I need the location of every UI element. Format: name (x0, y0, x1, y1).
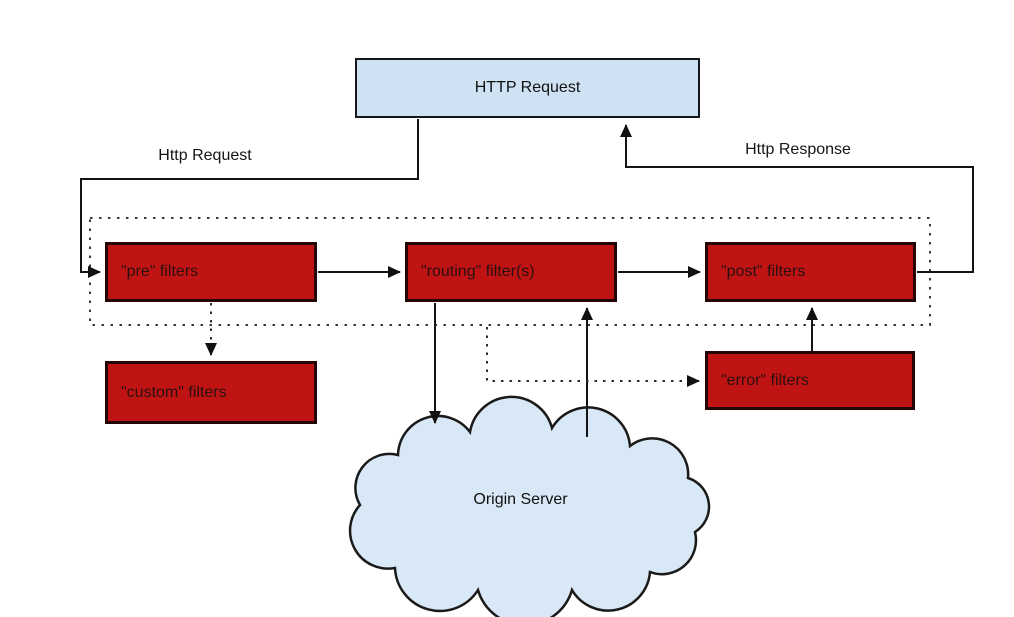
post-filters-label: "post" filters (721, 263, 806, 280)
custom-filters-box: "custom" filters (105, 361, 317, 424)
http-response-edge-label: Http Response (745, 141, 851, 158)
routing-filters-box: "routing" filter(s) (405, 242, 617, 302)
origin-server-label: Origin Server (473, 491, 568, 508)
pre-filters-label: "pre" filters (121, 263, 199, 280)
arrow-request-to-pre (80, 119, 419, 278)
origin-server-cloud (348, 395, 711, 617)
http-request-box-label: HTTP Request (474, 79, 581, 96)
error-filters-label: "error" filters (721, 371, 809, 389)
post-filters-box: "post" filters (705, 242, 916, 302)
routing-filters-label: "routing" filter(s) (421, 263, 535, 280)
custom-filters-label: "custom" filters (121, 383, 227, 401)
http-request-box: HTTP Request (355, 58, 700, 118)
error-filters-box: "error" filters (705, 351, 915, 410)
dotted-arrow-to-error (486, 327, 700, 387)
http-request-edge-label: Http Request (158, 147, 252, 164)
arrow-post-to-response (620, 124, 974, 273)
pre-filters-box: "pre" filters (105, 242, 317, 302)
